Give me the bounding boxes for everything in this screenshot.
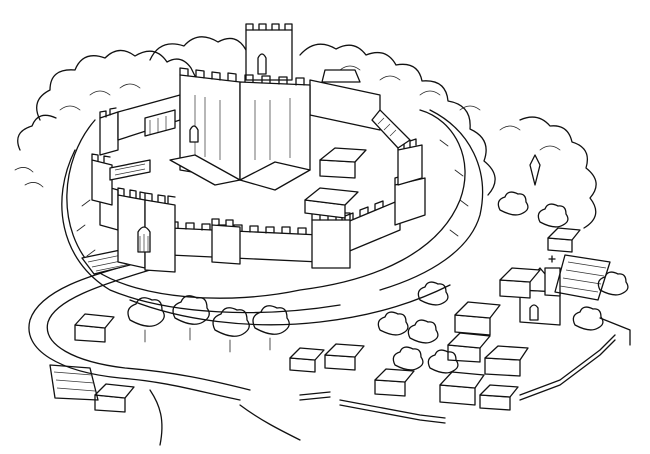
- bailey-buildings: [109, 147, 367, 219]
- keep: [169, 23, 311, 191]
- inner-wall: [117, 69, 411, 149]
- fields: [49, 254, 631, 424]
- village: [74, 227, 581, 413]
- road: [28, 261, 251, 401]
- background-forest: [14, 36, 597, 229]
- trees: [127, 154, 629, 374]
- gatehouse: [117, 187, 176, 273]
- ground-lines: [129, 284, 451, 446]
- wall-towers: [91, 107, 426, 269]
- hill: [61, 109, 484, 314]
